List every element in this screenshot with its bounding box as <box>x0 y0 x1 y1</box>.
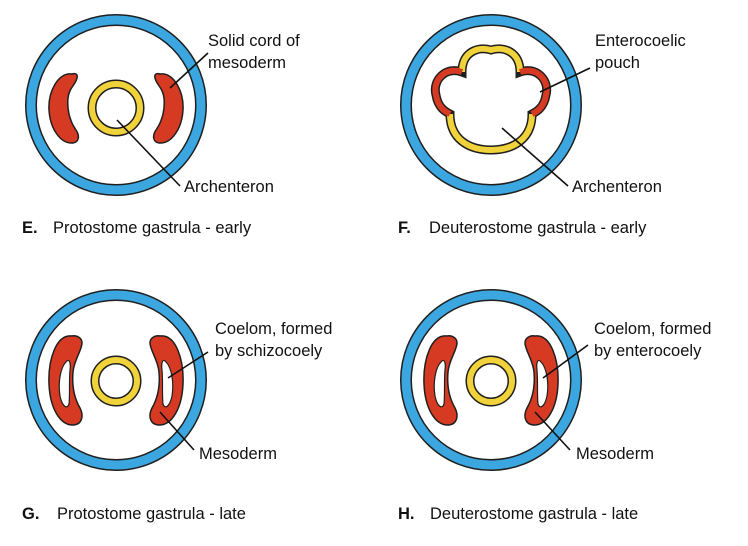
panel-g-ectoderm-ring <box>25 289 207 471</box>
panel-e-caption: Protostome gastrula - early <box>53 219 252 237</box>
panel-e-mesoderm-right <box>152 72 184 144</box>
panel-h-ectoderm-ring <box>400 289 582 471</box>
panel-g-letter: G. <box>22 505 39 523</box>
panel-h-letter: H. <box>398 505 415 523</box>
panel-e-label-line2: mesoderm <box>208 54 286 72</box>
panel-f-ectoderm-ring <box>400 14 582 196</box>
panel-e-leader-mesoderm <box>169 52 209 89</box>
panel-e-leader-archenteron <box>116 119 181 187</box>
panel-e-mesoderm-left <box>48 72 80 144</box>
panel-f-mesoderm-pouches <box>432 67 550 117</box>
panel-g-leader-coelom <box>167 351 209 379</box>
panel-g-endoderm-archenteron <box>90 355 142 407</box>
panel-h-label-mesoderm: Mesoderm <box>576 445 654 463</box>
panel-h-coelom-left <box>433 359 446 408</box>
panel-g-leader-mesoderm <box>159 411 195 451</box>
panel-f-leader-pouch <box>539 67 591 93</box>
panel-h-label-line2: by enterocoely <box>594 342 702 360</box>
panel-e: Solid cord of mesoderm Archenteron E. Pr… <box>22 14 300 237</box>
panel-e-label-archenteron: Archenteron <box>184 178 274 196</box>
panel-g-label-line2: by schizocoely <box>215 342 323 360</box>
panel-f-caption: Deuterostome gastrula - early <box>429 219 647 237</box>
panel-e-letter: E. <box>22 219 38 237</box>
panel-g: Coelom, formed by schizocoely Mesoderm G… <box>22 289 332 523</box>
panel-e-ectoderm-ring <box>25 14 207 196</box>
panel-h-coelom-right <box>536 359 549 408</box>
panel-f-letter: F. <box>398 219 411 237</box>
panel-f-label-line1: Enterocoelic <box>595 32 686 50</box>
panel-g-label-line1: Coelom, formed <box>215 320 332 338</box>
panel-e-label-line1: Solid cord of <box>208 32 300 50</box>
panel-f-label-line2: pouch <box>595 54 640 72</box>
panel-h-leader-mesoderm <box>534 411 571 451</box>
panel-h: Coelom, formed by enterocoely Mesoderm H… <box>398 289 711 523</box>
panel-f-endoderm-archenteron <box>430 44 552 155</box>
panel-h-label-line1: Coelom, formed <box>594 320 711 338</box>
panel-f-label-archenteron: Archenteron <box>572 178 662 196</box>
panel-h-endoderm-archenteron <box>465 355 517 407</box>
panel-h-caption: Deuterostome gastrula - late <box>430 505 638 523</box>
panel-h-leader-coelom <box>542 344 589 379</box>
panel-g-coelom-left <box>58 359 71 408</box>
panel-f-leader-archenteron <box>501 127 569 187</box>
panel-g-coelom-right <box>161 359 174 408</box>
panel-e-endoderm-archenteron <box>87 79 145 137</box>
panel-f: Enterocoelic pouch Archenteron F. Deuter… <box>398 14 686 237</box>
panel-g-label-mesoderm: Mesoderm <box>199 445 277 463</box>
panel-g-caption: Protostome gastrula - late <box>57 505 246 523</box>
